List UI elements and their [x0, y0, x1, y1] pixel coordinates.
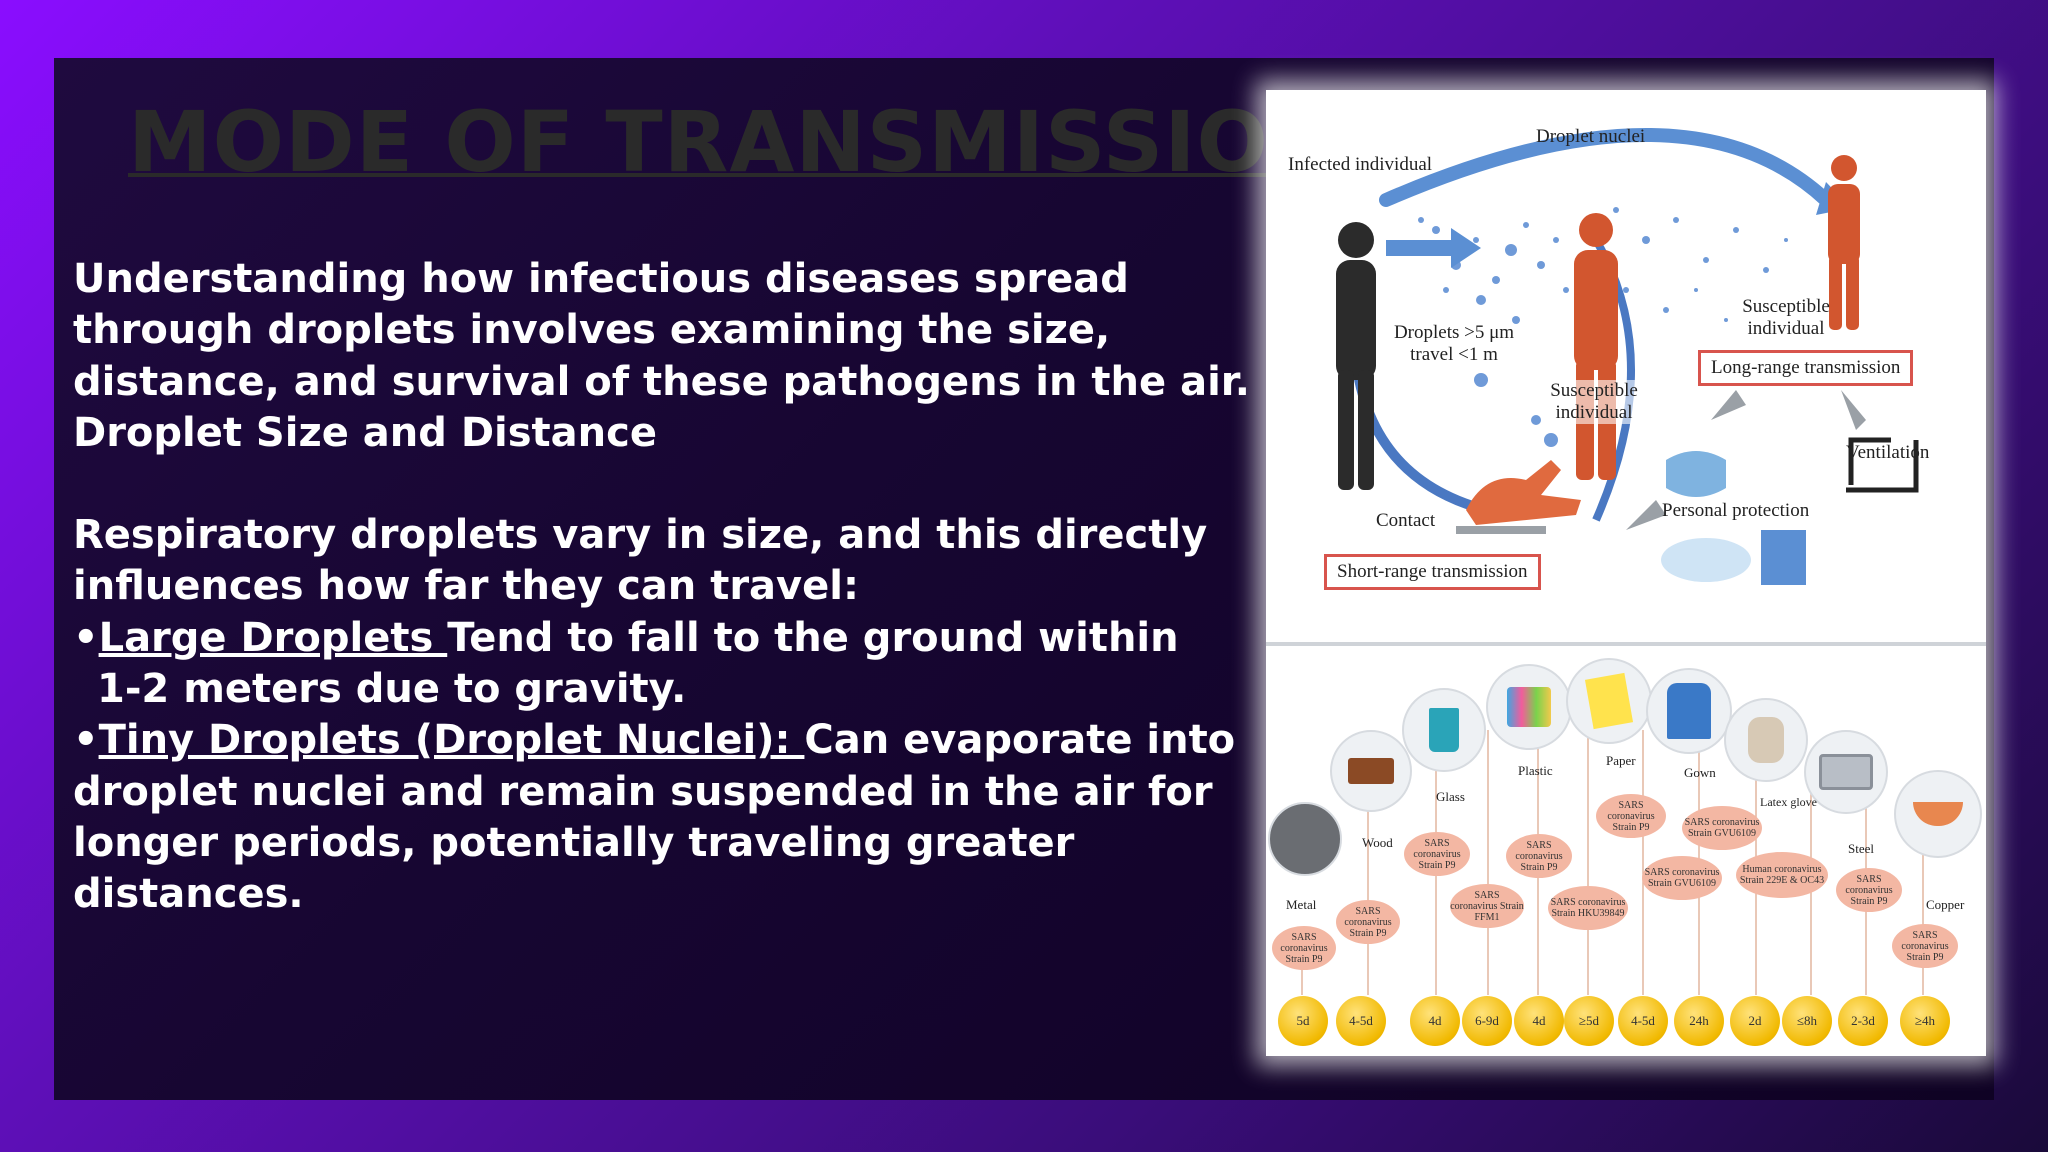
ventilation-icon	[1846, 437, 1919, 493]
paper-icon	[1566, 658, 1652, 744]
label-contact: Contact	[1376, 510, 1436, 531]
strain-pill: SARS coronavirus Strain P9	[1272, 926, 1336, 970]
bullet-text: Tend to fall to the ground within	[447, 614, 1179, 661]
material-label: Plastic	[1518, 763, 1553, 778]
strain-pill: SARS coronavirus Strain GVU6109	[1682, 806, 1762, 850]
duration-coin: 6-9d	[1462, 996, 1512, 1046]
material-label: Metal	[1286, 897, 1317, 912]
slide-body: Understanding how infectious diseases sp…	[73, 254, 1253, 921]
bullet-continuation: droplet nuclei and remain suspended in t…	[73, 768, 1213, 815]
bullet-mark: •	[73, 717, 99, 764]
hand-shape	[1466, 460, 1581, 525]
bullet-tiny-droplets: •Tiny Droplets (Droplet Nuclei): Can eva…	[73, 715, 1253, 766]
bullet-text: Can evaporate into	[804, 717, 1236, 764]
bullet-continuation: distances.	[73, 871, 304, 918]
wood-table-icon	[1330, 730, 1412, 812]
label-susceptible-far: Susceptible individual	[1742, 296, 1830, 339]
bullet-continuation: 1-2 meters due to gravity.	[97, 666, 687, 713]
duration-coin: 4-5d	[1336, 996, 1386, 1046]
strain-pill: SARS coronavirus Strain GVU6109	[1642, 856, 1722, 900]
handwash-icon	[1661, 538, 1751, 582]
material-label: Copper	[1926, 897, 1965, 912]
susceptible-person-far	[1828, 155, 1860, 330]
duration-coin: 2d	[1730, 996, 1780, 1046]
latex-glove-icon	[1724, 698, 1808, 782]
label-droplets: Droplets >5 μm travel <1 m	[1393, 322, 1515, 365]
strain-pill: SARS coronavirus Strain HKU39849	[1548, 886, 1628, 930]
label-droplet-nuclei: Droplet nuclei	[1536, 126, 1646, 147]
duration-coin: 4d	[1514, 996, 1564, 1046]
para-line: Respiratory droplets vary in size, and t…	[73, 512, 1208, 559]
infected-person	[1336, 222, 1376, 490]
strain-pill: SARS coronavirus Strain FFM1	[1450, 884, 1524, 928]
bullet-large-droplets: •Large Droplets Tend to fall to the grou…	[73, 613, 1253, 664]
figure-divider	[1266, 642, 1986, 646]
label-personal-protection: Personal protection	[1662, 500, 1810, 521]
ppe-icon	[1761, 530, 1806, 585]
steel-sink-icon	[1804, 730, 1888, 814]
strain-pill: SARS coronavirus Strain P9	[1506, 834, 1572, 878]
strain-pill: Human coronavirus Strain 229E & OC43	[1736, 852, 1828, 898]
gown-icon	[1646, 668, 1732, 754]
spacer	[73, 459, 1253, 510]
slide-title: MODE OF TRANSMISSION	[128, 93, 1341, 191]
intro-line: distance, and survival of these pathogen…	[73, 358, 1250, 405]
strain-pill: SARS coronavirus Strain P9	[1404, 832, 1470, 876]
label-infected: Infected individual	[1288, 154, 1433, 175]
bullet-term: Large Droplets	[98, 614, 448, 661]
intro-line: Understanding how infectious diseases sp…	[73, 256, 1129, 302]
subheading: Droplet Size and Distance	[73, 409, 657, 456]
label-long-range: Long-range transmission	[1698, 350, 1914, 386]
duration-coin: 24h	[1674, 996, 1724, 1046]
material-label: Steel	[1848, 841, 1874, 856]
label-susceptible-near: Susceptible individual	[1544, 380, 1644, 424]
material-label: Wood	[1362, 835, 1393, 850]
bullet-mark: •	[73, 614, 99, 661]
contact-bar	[1456, 526, 1546, 534]
duration-coin: 2-3d	[1838, 996, 1888, 1046]
strain-pill: SARS coronavirus Strain P9	[1892, 924, 1958, 968]
label-short-range: Short-range transmission	[1324, 554, 1541, 590]
copper-icon	[1894, 770, 1982, 858]
mask-icon	[1666, 451, 1726, 497]
grey-arrow	[1626, 500, 1666, 530]
strain-pill: SARS coronavirus Strain P9	[1836, 868, 1902, 912]
duration-coin: 5d	[1278, 996, 1328, 1046]
intro-line: through droplets involves examining the …	[73, 307, 1111, 354]
airborne-arrow	[1379, 128, 1833, 207]
metal-icon	[1268, 802, 1342, 876]
strain-pill: SARS coronavirus Strain P9	[1336, 900, 1400, 944]
duration-coin: 4-5d	[1618, 996, 1668, 1046]
material-label: Gown	[1684, 765, 1716, 780]
bullet-term: Tiny Droplets (Droplet Nuclei):	[98, 717, 805, 764]
glass-icon	[1402, 688, 1486, 772]
plastic-icon	[1486, 664, 1572, 750]
grey-arrow	[1711, 390, 1746, 420]
transmission-figure: Infected individual Droplet nuclei Dropl…	[1266, 90, 1986, 1056]
duration-coin: 4d	[1410, 996, 1460, 1046]
label-ventilation: Ventilation	[1846, 442, 1930, 463]
material-label: Glass	[1436, 789, 1465, 804]
material-label: Paper	[1606, 753, 1636, 768]
duration-coin: ≤8h	[1782, 996, 1832, 1046]
material-label: Latex glove	[1760, 795, 1817, 809]
bullet-continuation: longer periods, potentially traveling gr…	[73, 819, 1075, 866]
duration-coin: ≥5d	[1564, 996, 1614, 1046]
strain-pill: SARS coronavirus Strain P9	[1596, 794, 1666, 838]
transmission-diagram	[1336, 128, 1919, 585]
duration-coin: ≥4h	[1900, 996, 1950, 1046]
spread-arrow	[1386, 228, 1481, 268]
para-line: influences how far they can travel:	[73, 563, 859, 610]
grey-arrow	[1841, 390, 1866, 430]
